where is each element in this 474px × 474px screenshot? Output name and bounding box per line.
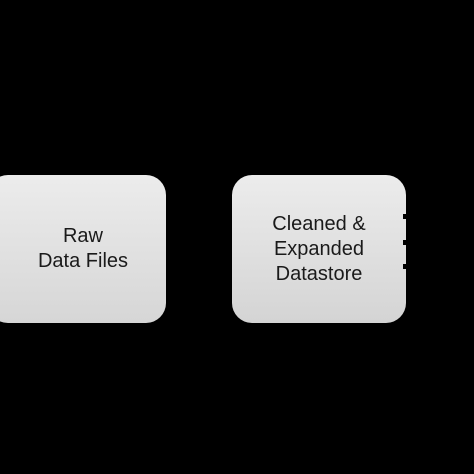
- cleaned-expanded-datastore-node: Cleaned & Expanded Datastore: [232, 175, 406, 323]
- raw-node-line-1: Raw: [62, 225, 103, 247]
- connector-mark-middle: [403, 240, 406, 245]
- cleaned-expanded-datastore-label: Cleaned & Expanded Datastore: [272, 212, 365, 287]
- raw-data-files-node: Raw Data Files: [0, 175, 166, 323]
- raw-data-files-label: Raw Data Files: [26, 224, 128, 274]
- connector-mark-bottom: [403, 264, 406, 269]
- clean-node-line-1: Cleaned &: [272, 212, 366, 235]
- connector-mark-top: [403, 214, 406, 219]
- clean-node-line-3: Datastore: [275, 262, 363, 285]
- raw-node-line-2: Data Files: [37, 250, 129, 272]
- clean-node-line-2: Expanded: [273, 237, 365, 260]
